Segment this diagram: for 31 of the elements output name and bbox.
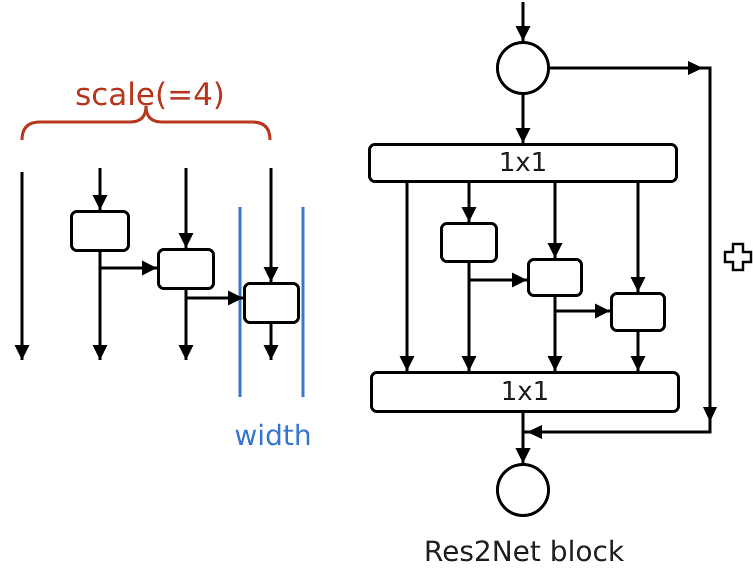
process-box [70,210,130,252]
arrow [92,168,108,210]
layer-box [368,143,678,183]
arrow [184,290,243,306]
arrow [264,168,278,282]
process-box [527,258,583,297]
skip-connection-arrow [516,61,717,463]
annotation-label: scale(=4) [75,80,225,111]
layer-label: 1x1 [500,379,550,405]
process-box [243,282,300,324]
arrow [400,183,414,371]
process-box [440,222,498,263]
caption: Res2Net block [424,538,624,566]
layer-label: 1x1 [498,150,548,176]
annotation-label: width [234,422,312,450]
arrow [264,324,278,360]
arrow [462,183,476,222]
circle-node [496,41,550,95]
arrow [178,168,194,248]
arrow [516,2,530,41]
process-box [157,248,215,290]
process-box [610,292,666,332]
layer-box [370,371,680,413]
arrow [554,297,610,318]
arrow [630,183,646,292]
arrow [630,332,646,371]
arrow [468,263,527,288]
arrow [98,252,157,276]
circle-node [496,463,550,517]
arrow [548,183,562,258]
arrow [516,95,530,143]
